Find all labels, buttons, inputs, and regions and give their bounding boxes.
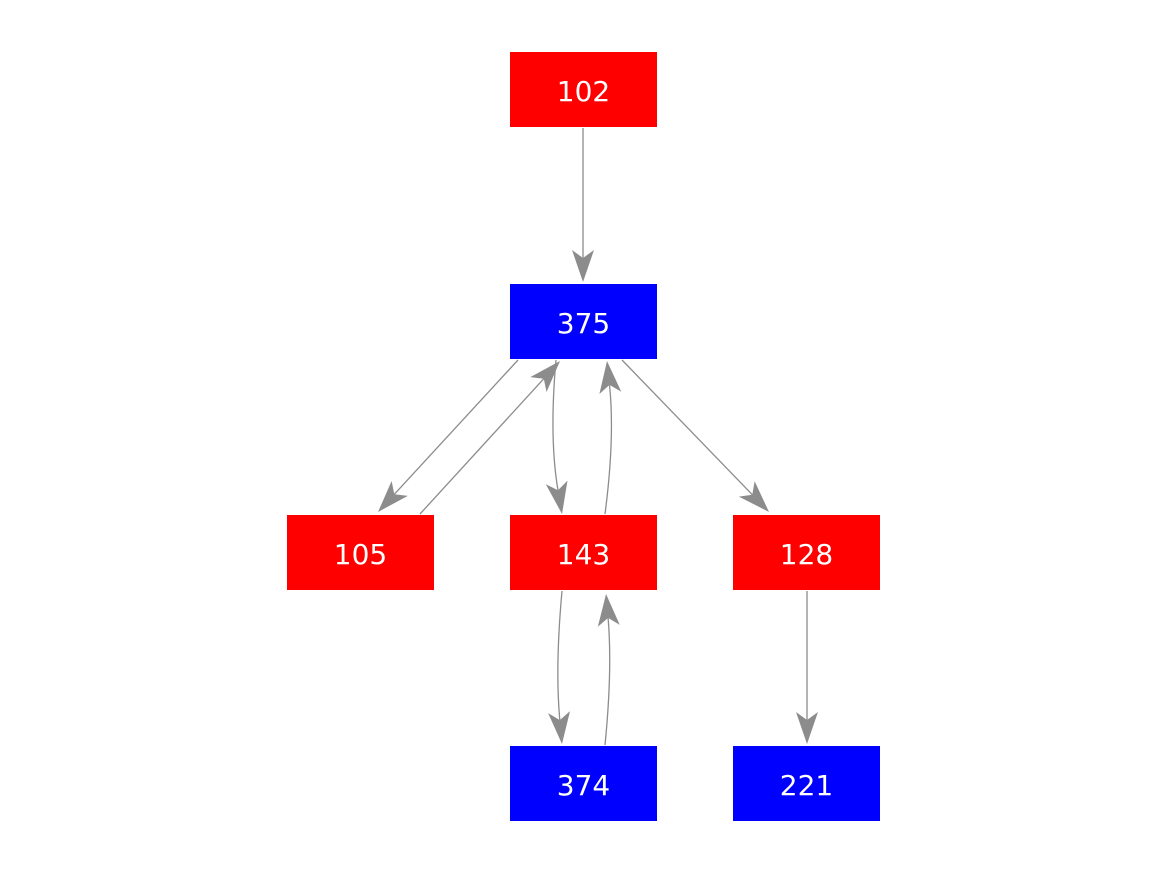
node-box [287,515,434,590]
node-221: 221 [733,746,880,821]
node-box [733,515,880,590]
node-label: 128 [780,538,833,571]
node-128: 128 [733,515,880,590]
node-375: 375 [510,284,657,359]
node-box [510,52,657,127]
edge-375-to-105 [378,359,519,512]
node-label: 105 [334,538,387,571]
node-105: 105 [287,515,434,590]
edge-143-to-374 [548,590,571,745]
node-374: 374 [510,746,657,821]
edge-143-to-375 [599,361,622,515]
node-label: 374 [557,769,610,802]
edge-105-to-375 [419,360,561,515]
node-box [510,746,657,821]
edge-374-to-143 [597,593,620,746]
node-label: 143 [557,538,610,571]
edge-375-to-128 [621,359,769,512]
node-box [510,515,657,590]
node-102: 102 [510,52,657,127]
node-143: 143 [510,515,657,590]
edge-375-to-143 [545,359,568,514]
edges-layer [378,128,818,746]
node-label: 102 [557,75,610,108]
node-label: 375 [557,307,610,340]
nodes-layer: 102 375 105 143 128 374 221 [287,52,880,821]
node-box [510,284,657,359]
node-box [733,746,880,821]
node-label: 221 [780,769,833,802]
